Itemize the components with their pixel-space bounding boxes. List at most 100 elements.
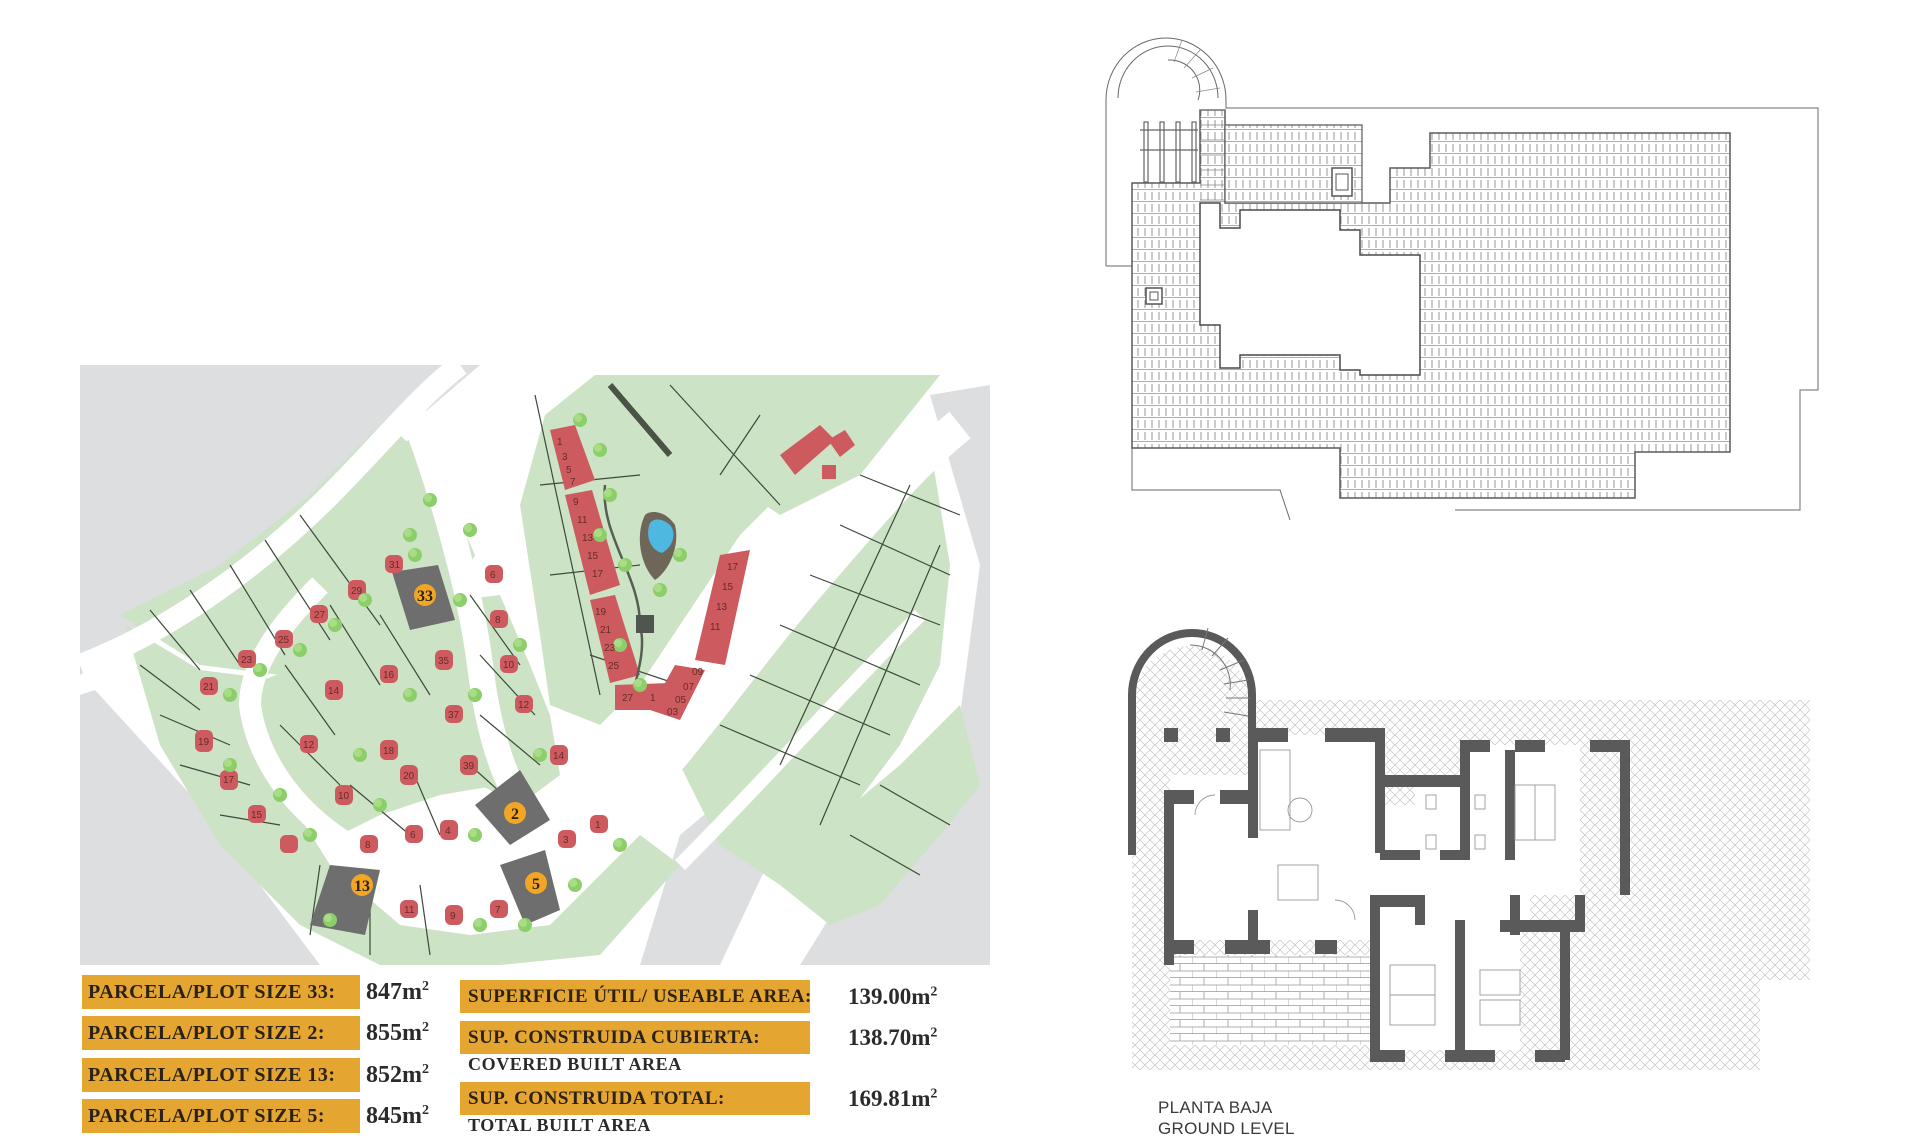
svg-text:3: 3 — [563, 835, 569, 846]
svg-text:6: 6 — [490, 570, 496, 581]
svg-text:25: 25 — [278, 635, 290, 646]
svg-text:12: 12 — [518, 700, 530, 711]
svg-text:19: 19 — [198, 737, 210, 748]
svg-text:09: 09 — [692, 667, 704, 678]
plot-size-value: 845m2 — [366, 1102, 429, 1129]
svg-text:25: 25 — [608, 661, 620, 672]
chimney — [1331, 167, 1353, 197]
svg-text:18: 18 — [383, 746, 395, 757]
svg-text:6: 6 — [410, 830, 416, 841]
svg-text:17: 17 — [223, 775, 235, 786]
total-built-area-row: SUP. CONSTRUIDA TOTAL: TOTAL BUILT AREA … — [460, 1082, 937, 1135]
svg-text:9: 9 — [450, 911, 456, 922]
useable-area-row: SUPERFICIE ÚTIL/ USEABLE AREA: 139.00m2 — [460, 980, 937, 1013]
plot-size-value: 852m2 — [366, 1061, 429, 1088]
area-value: 138.70m2 — [848, 1025, 938, 1050]
svg-text:19: 19 — [595, 607, 607, 618]
plot-badge-5[interactable]: 5 — [525, 872, 547, 894]
area-value: 169.81m2 — [848, 1086, 938, 1111]
svg-text:31: 31 — [389, 560, 401, 571]
svg-text:13: 13 — [716, 602, 728, 613]
plot-badge-2[interactable]: 2 — [504, 802, 526, 824]
walls — [1164, 728, 1630, 1062]
svg-text:07: 07 — [683, 682, 695, 693]
svg-text:20: 20 — [403, 771, 415, 782]
area-label: SUP. CONSTRUIDA TOTAL: — [460, 1082, 810, 1115]
svg-text:39: 39 — [463, 761, 475, 772]
site-plan-map: 33 2 13 5 — [80, 365, 990, 965]
svg-text:10: 10 — [503, 660, 515, 671]
svg-text:7: 7 — [570, 477, 576, 488]
plot-badge-33[interactable]: 33 — [414, 584, 436, 606]
svg-text:37: 37 — [448, 710, 460, 721]
area-sublabel: COVERED BUILT AREA — [468, 1054, 682, 1074]
svg-text:8: 8 — [495, 615, 501, 626]
svg-text:10: 10 — [338, 791, 350, 802]
svg-text:11: 11 — [404, 905, 415, 916]
plot-badge-13[interactable]: 13 — [351, 874, 373, 896]
plot-size-row-5: PARCELA/PLOT SIZE 5: 845m2 — [82, 1099, 429, 1133]
ground-level-caption: PLANTA BAJA GROUND LEVEL — [1158, 1097, 1295, 1139]
svg-text:11: 11 — [577, 515, 588, 526]
svg-text:27: 27 — [622, 693, 634, 704]
svg-text:17: 17 — [727, 562, 739, 573]
svg-text:15: 15 — [251, 810, 263, 821]
svg-text:27: 27 — [314, 610, 326, 621]
svg-text:15: 15 — [587, 551, 599, 562]
svg-text:3: 3 — [562, 452, 568, 463]
svg-text:5: 5 — [566, 465, 572, 476]
plot-size-label: PARCELA/PLOT SIZE 13: — [82, 1058, 360, 1092]
svg-text:5: 5 — [532, 876, 540, 893]
plot-size-label: PARCELA/PLOT SIZE 33: — [82, 975, 360, 1009]
svg-text:2: 2 — [511, 806, 519, 823]
covered-porch — [1170, 955, 1370, 1045]
apartment-blocks — [550, 425, 855, 720]
svg-text:17: 17 — [592, 569, 604, 580]
svg-text:23: 23 — [241, 655, 253, 666]
svg-text:14: 14 — [328, 686, 340, 697]
plot-size-value: 855m2 — [366, 1019, 429, 1046]
villa-houses — [195, 555, 608, 925]
covered-built-area-row: SUP. CONSTRUIDA CUBIERTA: COVERED BUILT … — [460, 1021, 937, 1074]
svg-text:7: 7 — [495, 905, 501, 916]
plot-size-row-2: PARCELA/PLOT SIZE 2: 855m2 — [82, 1016, 429, 1050]
ground-floor-plan-drawing — [1128, 627, 1810, 1070]
svg-text:1: 1 — [650, 693, 656, 704]
roof-terrace — [1199, 202, 1421, 376]
svg-text:21: 21 — [600, 625, 612, 636]
svg-text:29: 29 — [351, 586, 363, 597]
furniture — [1194, 749, 1556, 1026]
svg-text:12: 12 — [303, 740, 315, 751]
svg-text:13: 13 — [354, 878, 370, 895]
pergola — [1140, 121, 1198, 183]
svg-text:1: 1 — [557, 437, 563, 448]
plot-size-label: PARCELA/PLOT SIZE 2: — [82, 1016, 360, 1050]
plot-size-value: 847m2 — [366, 978, 429, 1005]
pool[interactable] — [648, 519, 674, 553]
plots-east — [675, 445, 950, 885]
svg-text:8: 8 — [365, 840, 371, 851]
svg-text:13: 13 — [582, 533, 594, 544]
plot-size-label: PARCELA/PLOT SIZE 5: — [82, 1099, 360, 1133]
roof-plan-drawing — [1105, 37, 1819, 520]
svg-text:21: 21 — [203, 682, 215, 693]
svg-text:23: 23 — [604, 643, 616, 654]
svg-text:05: 05 — [675, 695, 687, 706]
svg-text:16: 16 — [383, 670, 395, 681]
area-label: SUP. CONSTRUIDA CUBIERTA: — [460, 1021, 810, 1054]
plot-size-row-33: PARCELA/PLOT SIZE 33: 847m2 — [82, 975, 429, 1009]
area-sublabel: TOTAL BUILT AREA — [468, 1115, 652, 1135]
caption-line-english: GROUND LEVEL — [1158, 1119, 1295, 1138]
svg-text:15: 15 — [722, 582, 734, 593]
svg-text:33: 33 — [417, 588, 433, 605]
svg-text:03: 03 — [667, 707, 679, 718]
plot-size-row-13: PARCELA/PLOT SIZE 13: 852m2 — [82, 1058, 429, 1092]
caption-line-spanish: PLANTA BAJA — [1158, 1098, 1273, 1117]
svg-text:9: 9 — [573, 497, 579, 508]
area-value: 139.00m2 — [848, 984, 938, 1009]
svg-text:1: 1 — [595, 820, 601, 831]
svg-text:11: 11 — [710, 622, 721, 633]
svg-text:14: 14 — [553, 751, 565, 762]
area-label: SUPERFICIE ÚTIL/ USEABLE AREA: — [460, 980, 811, 1013]
